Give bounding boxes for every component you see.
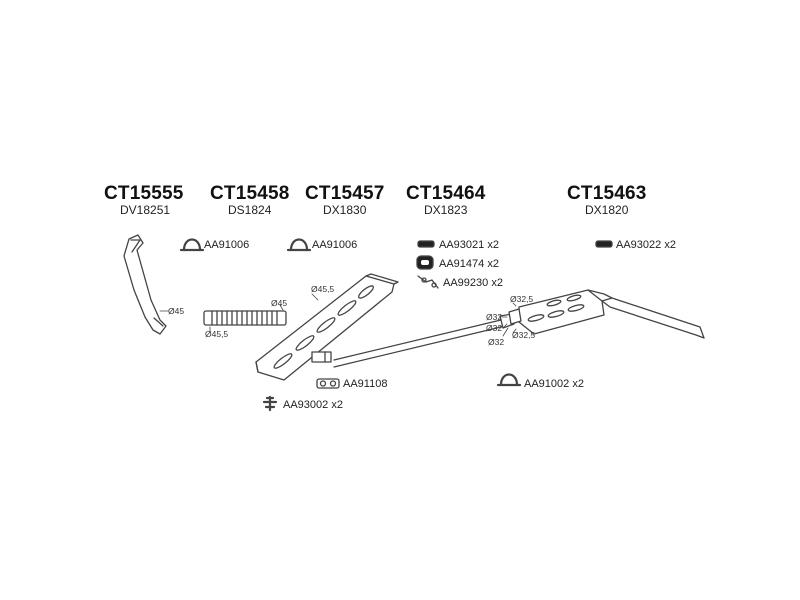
product-code-label: CT15555: [104, 183, 184, 204]
diameter-label: Ø45,5: [205, 329, 229, 339]
part-quantity: x2: [487, 239, 499, 251]
product-reference-label: DX1823: [424, 203, 468, 217]
product-reference-label: DS1824: [228, 203, 272, 217]
part-code: AA93022: [616, 239, 662, 251]
product-code-label: CT15464: [406, 183, 486, 204]
product-code-label: CT15463: [567, 183, 647, 204]
centre-silencer-drawing: [255, 273, 399, 381]
gasket-icon: [316, 378, 340, 389]
diameter-label: Ø32,5: [510, 294, 534, 304]
part-label: AA91474 x2: [439, 258, 499, 270]
clamp-icon: [179, 238, 205, 252]
part-label: AA93021 x2: [439, 239, 499, 251]
product-reference-label: DX1820: [585, 203, 629, 217]
front-pipe-drawing: [123, 234, 167, 335]
part-code: AA93021: [439, 239, 485, 251]
diameter-label: Ø45: [271, 298, 288, 308]
part-code: AA91006: [312, 239, 358, 251]
hanger-icon: [417, 275, 439, 289]
part-label: AA99230 x2: [443, 277, 503, 289]
part-label: AA91006: [312, 239, 357, 251]
part-code: AA91474: [439, 258, 485, 270]
diameter-label: Ø32: [488, 337, 505, 347]
part-code: AA91006: [204, 239, 250, 251]
part-code: AA91002: [524, 378, 570, 390]
product-code-label: CT15457: [305, 183, 385, 204]
clamp-icon: [496, 373, 522, 387]
part-code: AA99230: [443, 277, 489, 289]
rubber-mount-icon: [416, 255, 434, 270]
diameter-label: Ø32: [486, 312, 503, 322]
clamp-icon: [286, 238, 312, 252]
part-quantity: x2: [664, 239, 676, 251]
part-label: AA91006: [204, 239, 249, 251]
part-code: AA93002: [283, 399, 329, 411]
diameter-label: Ø45,5: [311, 284, 335, 294]
rear-silencer-drawing: [508, 289, 705, 339]
mounting-bracket-icon: [262, 395, 278, 412]
rubber-strip-icon: [595, 240, 613, 248]
part-label: AA91108: [343, 378, 387, 390]
product-reference-label: DX1830: [323, 203, 367, 217]
flex-pipe-drawing: [203, 310, 287, 326]
part-quantity: x2: [487, 258, 499, 270]
diameter-label: Ø45: [168, 306, 185, 316]
part-quantity: x2: [572, 378, 584, 390]
part-quantity: x2: [331, 399, 343, 411]
diameter-label: Ø32,5: [512, 330, 536, 340]
part-label: AA93022 x2: [616, 239, 676, 251]
product-reference-label: DV18251: [120, 203, 171, 217]
part-quantity: x2: [491, 277, 503, 289]
rubber-strip-icon: [417, 240, 435, 248]
diameter-label: Ø32: [486, 323, 503, 333]
product-code-label: CT15458: [210, 183, 290, 204]
part-label: AA91002 x2: [524, 378, 584, 390]
part-label: AA93002 x2: [283, 399, 343, 411]
part-code: AA91108: [343, 378, 388, 390]
